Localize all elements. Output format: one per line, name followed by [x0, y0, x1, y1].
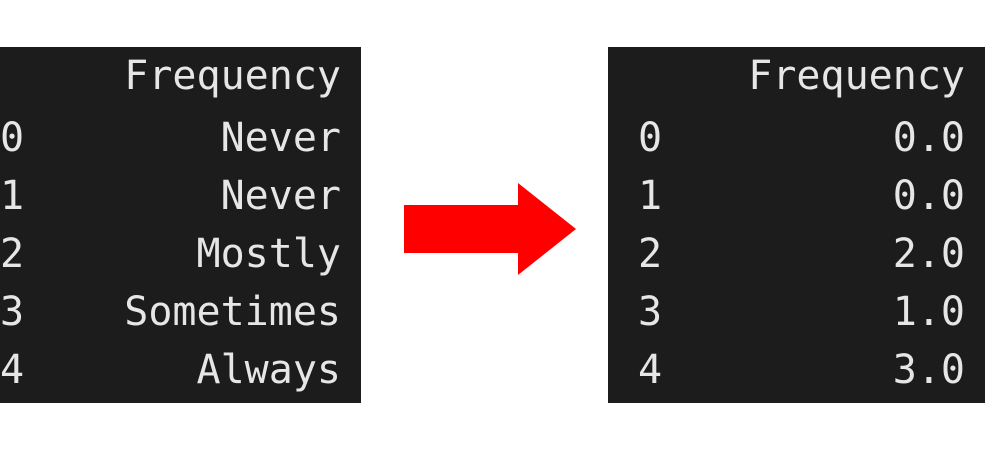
row-index: 3 [638, 289, 663, 335]
cell-value: 1.0 [892, 289, 965, 335]
row-index: 0 [638, 115, 663, 161]
table-row: 1 Never [0, 167, 361, 225]
cell-value: 2.0 [892, 231, 965, 277]
cell-value: Never [220, 173, 341, 219]
table-row: 3 Sometimes [0, 283, 361, 341]
row-index: 0 [0, 115, 25, 161]
row-index: 4 [638, 347, 663, 393]
table-row: 1 0.0 [608, 167, 985, 225]
table-row: 0 Never [0, 109, 361, 167]
cell-value: Always [196, 347, 342, 393]
cell-value: 3.0 [892, 347, 965, 393]
column-header: Frequency [124, 53, 341, 99]
row-index: 1 [638, 173, 663, 219]
row-index: 2 [638, 231, 663, 277]
table-row: 4 Always [0, 341, 361, 399]
cell-value: 0.0 [892, 173, 965, 219]
cell-value: Mostly [196, 231, 342, 277]
numeric-dataframe-output: Frequency 0 0.0 1 0.0 2 2.0 3 1.0 4 3.0 [608, 47, 985, 403]
cell-value: 0.0 [892, 115, 965, 161]
table-row: 2 2.0 [608, 225, 985, 283]
row-index: 1 [0, 173, 25, 219]
categorical-dataframe-output: Frequency 0 Never 1 Never 2 Mostly 3 Som… [0, 47, 361, 403]
row-index: 2 [0, 231, 25, 277]
row-index: 3 [0, 289, 25, 335]
dataframe-header-row: Frequency [608, 47, 985, 109]
table-row: 4 3.0 [608, 341, 985, 399]
table-row: 0 0.0 [608, 109, 985, 167]
table-row: 3 1.0 [608, 283, 985, 341]
table-row: 2 Mostly [0, 225, 361, 283]
row-index: 4 [0, 347, 25, 393]
right-arrow-icon [404, 183, 576, 275]
column-header: Frequency [748, 53, 965, 99]
cell-value: Never [220, 115, 341, 161]
cell-value: Sometimes [124, 289, 341, 335]
dataframe-header-row: Frequency [0, 47, 361, 109]
